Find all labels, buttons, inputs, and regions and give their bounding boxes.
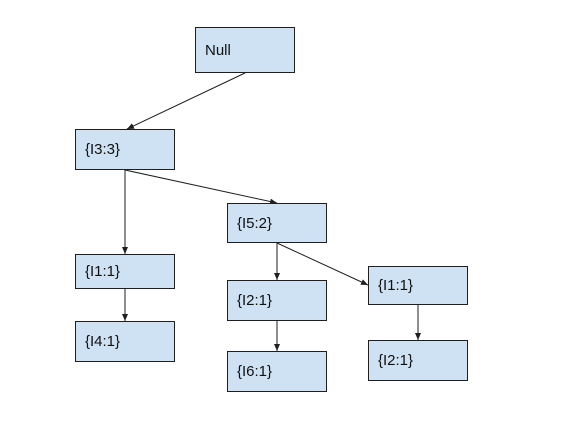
node-label: {I1:1} [378,277,414,294]
node-i1-right: {I1:1} [368,266,468,305]
node-label: {I1:1} [85,263,121,280]
node-label: {I6:1} [237,363,273,380]
node-null-root: Null [195,27,295,73]
node-label: {I4:1} [85,333,121,350]
node-i2-right: {I2:1} [368,340,468,381]
node-i6: {I6:1} [227,351,327,392]
node-i1-left: {I1:1} [75,254,175,289]
node-i4: {I4:1} [75,321,175,362]
node-label: Null [205,41,231,59]
edge-i5-to-i1b [276,242,369,286]
node-label: {I3:3} [85,141,121,158]
node-label: {I5:2} [237,214,273,232]
node-label: {I2:1} [378,352,414,369]
node-label: {I2:1} [237,292,273,309]
edge-null-to-i3 [126,72,246,130]
node-i3: {I3:3} [75,129,175,170]
edge-i3-to-i5 [124,169,278,205]
node-i2-middle: {I2:1} [227,280,327,321]
node-i5: {I5:2} [227,203,327,243]
